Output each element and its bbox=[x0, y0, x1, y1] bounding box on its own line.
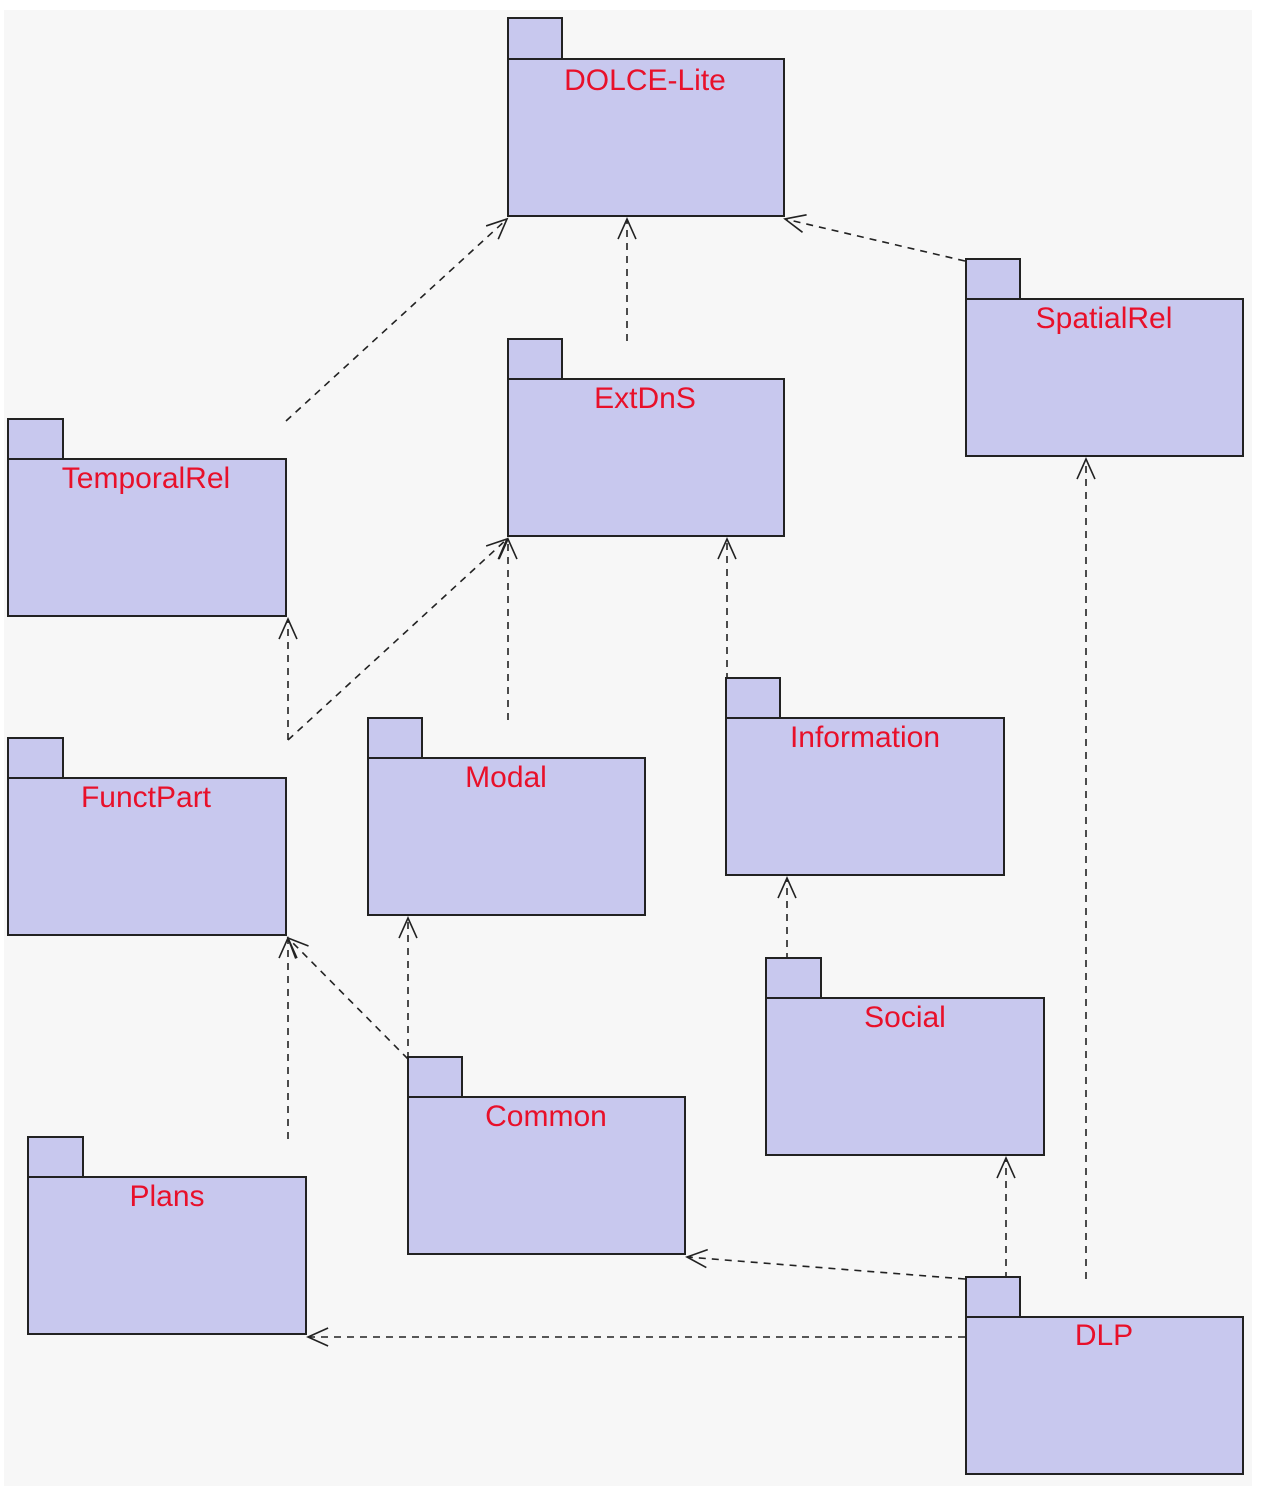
arrowhead bbox=[278, 617, 298, 640]
package-spatialrel[interactable]: SpatialRel bbox=[965, 258, 1244, 457]
dependency-functpart-to-temporalrel bbox=[278, 617, 298, 740]
package-body bbox=[7, 458, 287, 617]
arrowhead bbox=[498, 537, 518, 560]
package-plans[interactable]: Plans bbox=[27, 1136, 307, 1335]
package-body bbox=[507, 58, 785, 217]
package-label: Plans bbox=[129, 1180, 204, 1213]
package-label: Common bbox=[485, 1100, 607, 1133]
package-tab bbox=[367, 717, 423, 759]
package-label: Social bbox=[864, 1001, 946, 1034]
package-label: DLP bbox=[1075, 1319, 1133, 1352]
package-dlp[interactable]: DLP bbox=[965, 1276, 1244, 1475]
package-label: Information bbox=[790, 721, 940, 754]
dependency-dlp-to-plans bbox=[306, 1327, 965, 1347]
arrowhead bbox=[278, 936, 298, 959]
package-common[interactable]: Common bbox=[407, 1056, 686, 1255]
package-label: ExtDnS bbox=[594, 382, 696, 415]
package-body bbox=[27, 1176, 307, 1335]
arrowhead bbox=[717, 537, 737, 560]
package-label: TemporalRel bbox=[62, 462, 230, 495]
arrowhead bbox=[996, 1156, 1016, 1179]
package-functpart[interactable]: FunctPart bbox=[7, 737, 287, 936]
package-information[interactable]: Information bbox=[725, 677, 1005, 876]
package-tab bbox=[507, 338, 563, 380]
dependency-dlp-to-social bbox=[996, 1156, 1016, 1279]
dependency-information-to-extdns bbox=[717, 537, 737, 680]
dependency-social-to-information bbox=[777, 876, 797, 960]
package-label: FunctPart bbox=[81, 781, 212, 814]
package-body bbox=[407, 1096, 686, 1255]
package-body bbox=[367, 757, 646, 916]
package-social[interactable]: Social bbox=[765, 957, 1045, 1156]
dependency-spatialrel-to-dolce_lite bbox=[783, 214, 966, 262]
package-temporalrel[interactable]: TemporalRel bbox=[7, 418, 287, 617]
package-tab bbox=[27, 1136, 84, 1178]
package-body bbox=[725, 717, 1005, 876]
package-body bbox=[965, 1316, 1244, 1475]
package-body bbox=[965, 298, 1244, 457]
arrowhead bbox=[685, 1248, 709, 1269]
dependency-line bbox=[285, 218, 508, 422]
arrowhead bbox=[485, 217, 509, 240]
package-tab bbox=[7, 737, 64, 779]
arrowhead bbox=[617, 217, 637, 240]
dependency-plans-to-functpart bbox=[278, 936, 298, 1139]
package-tab bbox=[765, 957, 822, 999]
dependency-temporalrel-to-dolce_lite bbox=[285, 217, 509, 422]
package-label: Modal bbox=[465, 761, 547, 794]
package-dolce-lite[interactable]: DOLCE-Lite bbox=[507, 17, 785, 217]
arrowhead bbox=[398, 916, 418, 939]
package-tab bbox=[725, 677, 781, 719]
dependency-modal-to-extdns bbox=[498, 537, 518, 720]
arrowhead bbox=[306, 1327, 329, 1347]
package-extdns[interactable]: ExtDnS bbox=[507, 338, 785, 537]
package-label: SpatialRel bbox=[1036, 302, 1173, 335]
package-body bbox=[7, 777, 287, 936]
package-tab bbox=[965, 1276, 1021, 1318]
dependency-extdns-to-dolce_lite bbox=[617, 217, 637, 341]
dependency-line bbox=[287, 538, 508, 741]
dependency-dlp-to-common bbox=[685, 1248, 966, 1280]
dependency-arrows bbox=[278, 214, 1096, 1347]
arrowhead bbox=[1076, 457, 1096, 480]
package-tab bbox=[965, 258, 1021, 300]
arrowhead bbox=[783, 214, 807, 233]
package-tab bbox=[407, 1056, 463, 1098]
dependency-line bbox=[287, 937, 409, 1060]
package-tab bbox=[507, 17, 563, 60]
package-modal[interactable]: Modal bbox=[367, 717, 646, 916]
package-body bbox=[765, 997, 1045, 1156]
dependency-common-to-modal bbox=[398, 916, 418, 1059]
package-body bbox=[507, 378, 785, 537]
arrowhead bbox=[777, 876, 797, 899]
package-tab bbox=[7, 418, 64, 460]
dependency-dlp-to-spatialrel bbox=[1076, 457, 1096, 1279]
package-label: DOLCE-Lite bbox=[564, 64, 726, 97]
dependency-line bbox=[784, 218, 966, 262]
